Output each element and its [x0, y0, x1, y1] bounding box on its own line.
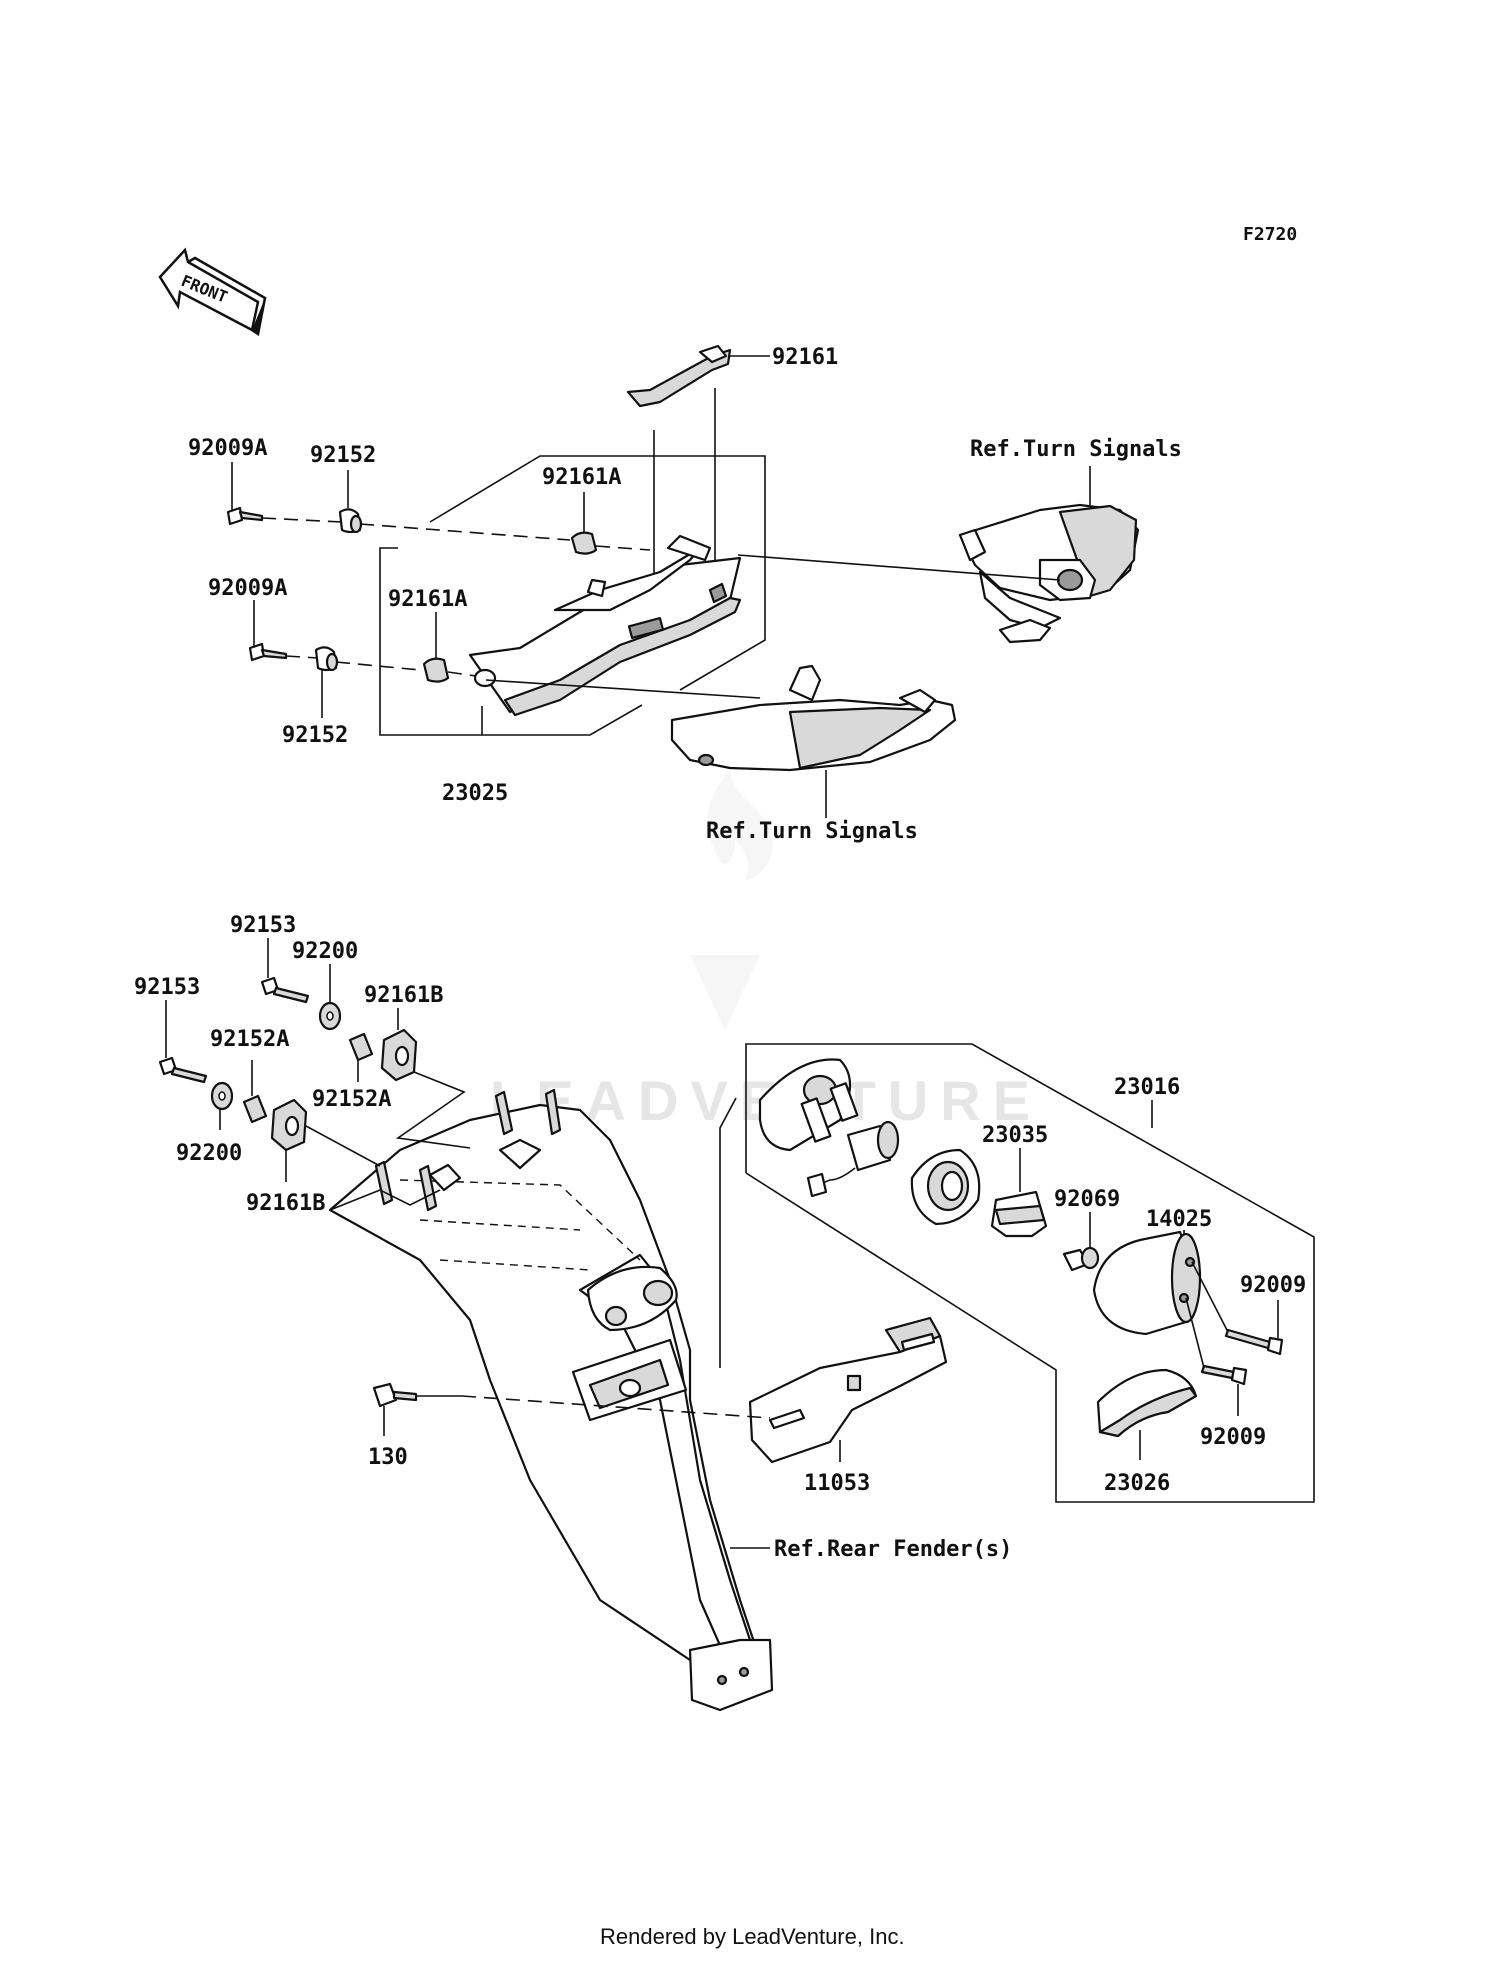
callout-92009A-1: 92009A [188, 436, 267, 461]
part-14025-lamp-cover [1092, 1230, 1202, 1336]
callout-92152-1: 92152 [310, 443, 376, 468]
axis-92009A-2 [285, 655, 319, 659]
callout-92009-1: 92009 [1240, 1273, 1306, 1298]
part-92009A-screw-1 [226, 506, 264, 526]
part-92200-washer-1 [318, 1001, 342, 1031]
part-92152A-collar-2 [242, 1094, 268, 1124]
part-92009-screw-2 [1200, 1364, 1248, 1386]
axis-92152-2 [335, 661, 421, 671]
callout-92069: 92069 [1054, 1187, 1120, 1212]
part-92069-bulb [1062, 1246, 1100, 1272]
part-130-bolt [372, 1382, 418, 1408]
axis-92161B-1 [395, 1071, 471, 1149]
callout-92161A-2: 92161A [388, 587, 467, 612]
part-92152A-collar-1 [348, 1032, 374, 1062]
part-turn-signal-right [958, 503, 1140, 644]
callout-130: 130 [368, 1445, 408, 1470]
callout-92152A-2: 92152A [210, 1027, 289, 1052]
callout-ref-turn-2: Ref.Turn Signals [706, 819, 918, 844]
bracket-outline-top [429, 455, 766, 691]
callout-14025: 14025 [1146, 1207, 1212, 1232]
part-92009A-screw-2 [248, 642, 288, 662]
callout-92153-2: 92153 [134, 975, 200, 1000]
callout-11053: 11053 [804, 1471, 870, 1496]
callout-92161B-2: 92161B [246, 1191, 325, 1216]
watermark-logo [690, 770, 773, 1030]
part-rear-fender [328, 1103, 774, 1712]
axis-92161A-1 [595, 545, 651, 551]
stud-leaders [329, 1189, 441, 1211]
axis-turn-signal-right [737, 554, 1061, 581]
part-bulb-socket [806, 1120, 900, 1198]
callout-92161B-1: 92161B [364, 983, 443, 1008]
part-92161A-grommet-2 [422, 657, 450, 683]
axis-92161B-2 [305, 1125, 381, 1167]
part-fender-studs [374, 1088, 562, 1212]
axis-92009A-1 [261, 517, 343, 523]
part-92153-screw-2 [158, 1056, 208, 1084]
axis-130-b [461, 1395, 771, 1419]
axis-92152-1 [359, 523, 571, 541]
callout-ref-turn-1: Ref.Turn Signals [970, 437, 1182, 462]
part-23035-clip [990, 1190, 1048, 1238]
callout-92153-1: 92153 [230, 913, 296, 938]
part-23026-reflector [1096, 1368, 1198, 1438]
callout-23025: 23025 [442, 781, 508, 806]
callout-23026: 23026 [1104, 1471, 1170, 1496]
axis-92009-1 [1191, 1261, 1229, 1333]
axis-92009-2 [1185, 1297, 1205, 1369]
lamp-assembly-outline [745, 1043, 1315, 1503]
part-92161B-grommet-2 [270, 1098, 308, 1152]
callout-92152-2: 92152 [282, 723, 348, 748]
part-92161B-grommet-1 [380, 1028, 418, 1082]
part-92009-screw-1 [1224, 1328, 1284, 1356]
callout-92009A-2: 92009A [208, 576, 287, 601]
footer-credit: Rendered by LeadVenture, Inc. [600, 1924, 905, 1949]
part-lamp-housing-base [758, 1058, 859, 1152]
axis-92161A-2 [447, 671, 477, 677]
part-11053-license-bracket [748, 1316, 948, 1464]
callout-92200-2: 92200 [176, 1141, 242, 1166]
callout-92161: 92161 [772, 345, 838, 370]
callout-92009-2: 92009 [1200, 1425, 1266, 1450]
axis-turn-signal-left [485, 679, 761, 699]
part-92153-screw-1 [260, 976, 310, 1004]
callout-92152A-1: 92152A [312, 1087, 391, 1112]
figure-code: F2720 [1243, 224, 1297, 245]
part-92161A-grommet-1 [570, 531, 598, 555]
part-92152-collar-1 [338, 508, 363, 534]
lamp-to-fender-line [719, 1097, 737, 1368]
part-turn-signal-left [670, 664, 957, 772]
callout-92200-1: 92200 [292, 939, 358, 964]
part-92200-washer-2 [210, 1081, 234, 1111]
bracket-outline-bottom [379, 547, 643, 736]
callout-92161A-1: 92161A [542, 465, 621, 490]
front-arrow-icon: FRONT [158, 247, 267, 337]
callout-23035: 23035 [982, 1123, 1048, 1148]
part-23035-socket-holder [910, 1148, 981, 1226]
part-92161-strap [626, 344, 732, 408]
callout-ref-rear-fender: Ref.Rear Fender(s) [774, 1537, 1012, 1562]
callout-23016: 23016 [1114, 1075, 1180, 1100]
part-92152-collar-2 [314, 646, 339, 672]
